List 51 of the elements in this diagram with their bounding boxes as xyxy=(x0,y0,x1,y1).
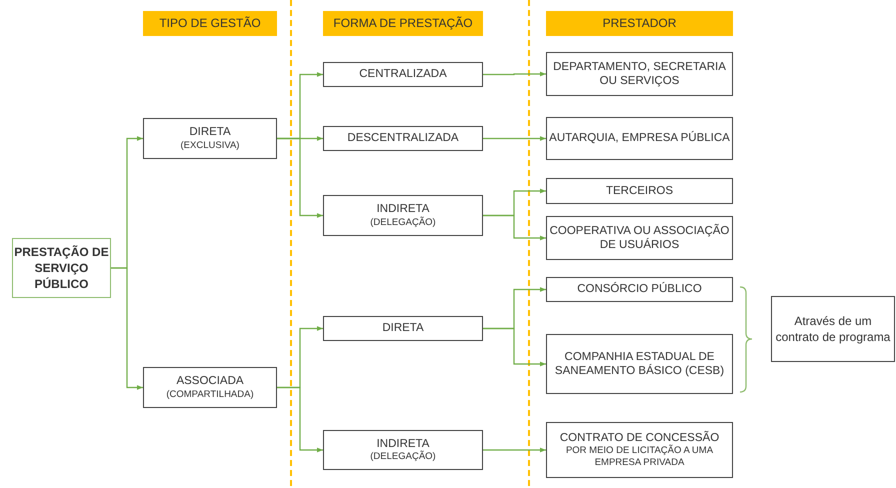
process-box xyxy=(546,216,733,260)
process-box xyxy=(546,52,733,96)
process-box xyxy=(323,430,483,470)
root-box xyxy=(12,238,111,298)
arrow xyxy=(483,72,546,76)
box-label: COMPANHIA ESTADUAL DE SANEAMENTO BÁSICO (CESB) xyxy=(554,350,726,378)
arrow xyxy=(483,448,546,452)
box-label: COOPERATIVA OU ASSOCIAÇÃO DE USUÁRIOS xyxy=(548,224,730,252)
box-sublabel: (EXCLUSIVA) xyxy=(180,140,240,152)
box-label: PRESTADOR xyxy=(602,16,676,31)
process-box xyxy=(546,117,733,160)
process-box xyxy=(546,422,733,478)
process-box xyxy=(143,118,277,159)
box-label: TIPO DE GESTÃO xyxy=(159,16,261,31)
box-label: PRESTAÇÃO DE SERVIÇO PÚBLICO xyxy=(13,244,110,292)
process-box xyxy=(143,367,277,408)
arrow xyxy=(483,136,546,141)
box-label: AUTARQUIA, EMPRESA PÚBLICA xyxy=(549,131,730,146)
process-box xyxy=(546,334,733,394)
box-sublabel: (DELEGAÇÃO) xyxy=(370,451,436,464)
box-label: TERCEIROS xyxy=(606,184,674,198)
process-box xyxy=(546,178,733,204)
process-box xyxy=(323,126,483,151)
note-box xyxy=(771,296,895,362)
arrow xyxy=(111,267,143,390)
box-label: DIRETA xyxy=(189,125,231,140)
arrow xyxy=(277,138,323,218)
box-label: DIRETA xyxy=(382,321,424,336)
box-label: DEPARTAMENTO, SECRETARIA OU SERVIÇOS xyxy=(552,60,727,88)
arrow xyxy=(483,328,546,366)
arrow xyxy=(483,214,546,240)
box-label: INDIRETA xyxy=(376,202,430,216)
box-label: DESCENTRALIZADA xyxy=(347,131,459,146)
column-header xyxy=(143,11,277,36)
process-box xyxy=(323,62,483,87)
arrow xyxy=(277,386,323,452)
box-sublabel: (COMPARTILHADA) xyxy=(166,388,254,401)
box-label: FORMA DE PRESTAÇÃO xyxy=(333,16,473,31)
column-header xyxy=(546,11,733,36)
box-sublabel: (DELEGAÇÃO) xyxy=(370,216,436,229)
box-label: INDIRETA xyxy=(376,436,430,450)
box-label: CONSÓRCIO PÚBLICO xyxy=(577,282,702,297)
box-label: CENTRALIZADA xyxy=(359,67,447,82)
box-label: Através de um contrato de programa xyxy=(774,312,892,346)
box-label: ASSOCIADA xyxy=(176,374,244,389)
box-sublabel: POR MEIO DE LICITAÇÃO A UMA EMPRESA PRIVADA xyxy=(564,445,714,470)
column-header xyxy=(323,11,483,36)
box-label: CONTRATO DE CONCESSÃO xyxy=(560,430,720,444)
process-box xyxy=(323,316,483,341)
process-box xyxy=(546,277,733,302)
process-box xyxy=(323,195,483,236)
